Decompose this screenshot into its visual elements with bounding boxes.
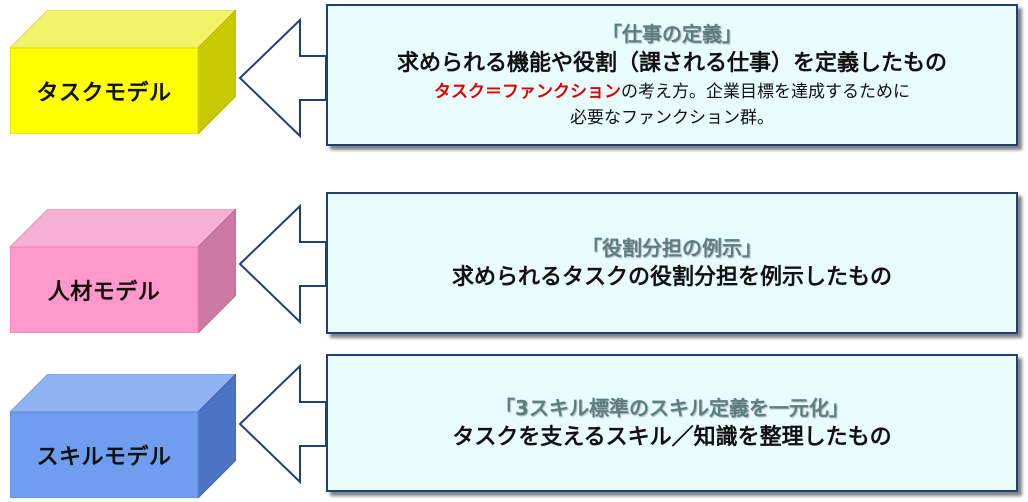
cube-shape	[10, 10, 236, 134]
cube-shape	[10, 209, 236, 333]
callout-title: 「3スキル標準のスキル定義を一元化」	[495, 396, 849, 420]
callout-main-text: タスクを支えるスキル／知識を整理したもの	[452, 425, 892, 450]
callout-title: 「役割分担の例示」	[582, 236, 762, 260]
task-model-callout: 「仕事の定義」 求められる機能や役割（課される仕事）を定義したもの タスク＝ファ…	[326, 4, 1018, 146]
left-arrow-icon	[238, 17, 327, 139]
left-arrow-icon	[238, 363, 327, 485]
highlight-text: タスク＝ファンクション	[434, 82, 621, 102]
callout-sub-text-2: 必要なファンクション群。	[570, 108, 774, 128]
human-model-cube: 人材モデル	[10, 209, 236, 333]
cube-label: 人材モデル	[47, 280, 161, 305]
skill-model-cube: スキルモデル	[10, 374, 236, 498]
callout-title: 「仕事の定義」	[602, 22, 742, 46]
cube-label: タスクモデル	[36, 81, 172, 106]
cube-label: スキルモデル	[36, 445, 172, 470]
skill-model-callout: 「3スキル標準のスキル定義を一元化」 タスクを支えるスキル／知識を整理したもの	[326, 354, 1018, 492]
sub-rest-text: の考え方。企業目標を達成するために	[621, 82, 910, 102]
left-arrow-icon	[238, 203, 327, 325]
task-model-cube: タスクモデル	[10, 10, 236, 134]
callout-sub-text: タスク＝ファンクションの考え方。企業目標を達成するために	[434, 79, 910, 105]
callout-main-text: 求められるタスクの役割分担を例示したもの	[451, 265, 892, 290]
cube-shape	[10, 374, 236, 498]
callout-main-text: 求められる機能や役割（課される仕事）を定義したもの	[396, 51, 947, 76]
human-model-callout: 「役割分担の例示」 求められるタスクの役割分担を例示したもの	[326, 192, 1018, 334]
